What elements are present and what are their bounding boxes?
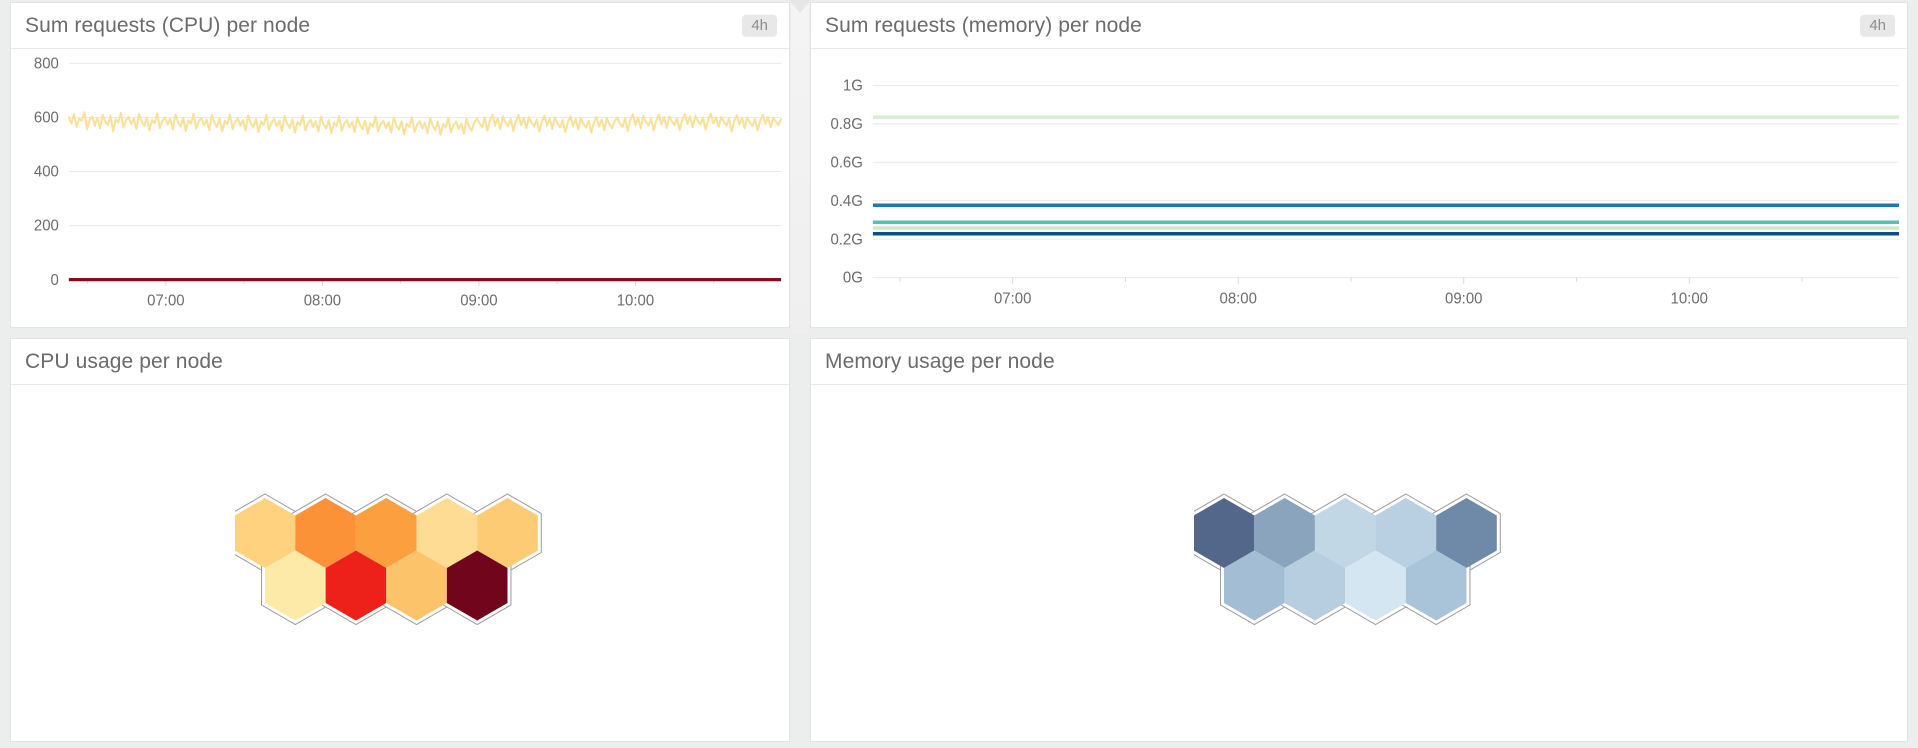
panel-splitter-top[interactable] — [789, 0, 811, 334]
honeycomb-memory[interactable] — [1194, 493, 1524, 633]
svg-text:08:00: 08:00 — [1220, 290, 1257, 307]
dashboard-row-top: Sum requests (CPU) per node 4h 800 600 400… — [0, 0, 1918, 334]
svg-text:07:00: 07:00 — [147, 292, 184, 309]
panel-cpu-usage[interactable]: CPU usage per node — [10, 338, 790, 742]
heatmap-memory-usage — [811, 385, 1907, 741]
svg-text:08:00: 08:00 — [304, 292, 341, 309]
svg-text:1G: 1G — [843, 77, 863, 94]
svg-text:10:00: 10:00 — [617, 292, 654, 309]
svg-text:10:00: 10:00 — [1671, 290, 1708, 307]
honeycomb-cpu[interactable] — [235, 493, 565, 633]
column-left-bottom: CPU usage per node — [0, 334, 790, 748]
svg-text:0.2G: 0.2G — [830, 231, 862, 248]
svg-text:0.6G: 0.6G — [830, 154, 862, 171]
svg-text:0.4G: 0.4G — [830, 193, 862, 210]
chart-sum-requests-cpu[interactable]: 800 600 400 200 0 07:00 08:00 09:00 10:00 — [11, 49, 789, 327]
panel-header-cpu-usage: CPU usage per node — [11, 339, 789, 385]
status-badge-time-range[interactable]: 4h — [742, 14, 777, 37]
column-left-top: Sum requests (CPU) per node 4h 800 600 400… — [0, 0, 790, 334]
panel-splitter-bottom[interactable] — [790, 334, 810, 748]
svg-text:0: 0 — [51, 272, 59, 289]
cpu-requests-plot: 800 600 400 200 0 07:00 08:00 09:00 10:00 — [34, 55, 783, 309]
splitter-handle[interactable] — [791, 0, 809, 334]
honeycomb-memory-svg — [1194, 493, 1501, 626]
svg-text:09:00: 09:00 — [460, 292, 497, 309]
svg-text:09:00: 09:00 — [1445, 290, 1482, 307]
panel-body-cpu-usage — [11, 385, 789, 741]
svg-text:0G: 0G — [843, 270, 863, 287]
panel-body-sum-requests-memory: 1G 0.8G 0.6G 0.4G 0.2G 0G 07:00 08:00 09:00 10:00 — [811, 49, 1907, 327]
svg-text:0.8G: 0.8G — [830, 116, 862, 133]
status-badge-time-range[interactable]: 4h — [1860, 14, 1895, 37]
panel-memory-usage[interactable]: Memory usage per node — [810, 338, 1908, 742]
page-title: Sum requests (memory) per node — [825, 13, 1142, 37]
svg-text:800: 800 — [34, 55, 59, 72]
memory-requests-plot: 1G 0.8G 0.6G 0.4G 0.2G 0G 07:00 08:00 09:00 10:00 — [830, 77, 1900, 307]
panel-sum-requests-cpu[interactable]: Sum requests (CPU) per node 4h 800 600 400… — [10, 2, 790, 328]
page-title: Sum requests (CPU) per node — [25, 13, 311, 37]
panel-body-memory-usage — [811, 385, 1907, 741]
panel-body-sum-requests-cpu: 800 600 400 200 0 07:00 08:00 09:00 10:00 — [11, 49, 789, 327]
column-right-top: Sum requests (memory) per node 4h 1G 0.8G… — [810, 0, 1918, 334]
heatmap-cpu-usage — [11, 385, 789, 741]
panel-header-sum-requests-memory: Sum requests (memory) per node 4h — [811, 3, 1907, 49]
dashboard-row-bottom: CPU usage per node Memory usage per node — [0, 334, 1918, 748]
splitter-notch-icon — [789, 0, 811, 13]
svg-text:07:00: 07:00 — [994, 290, 1031, 307]
svg-text:400: 400 — [34, 163, 59, 180]
chart-sum-requests-memory[interactable]: 1G 0.8G 0.6G 0.4G 0.2G 0G 07:00 08:00 09:00 10:00 — [811, 49, 1907, 327]
page-title: Memory usage per node — [825, 349, 1055, 373]
svg-text:600: 600 — [34, 109, 59, 126]
svg-text:200: 200 — [34, 218, 59, 235]
page-title: CPU usage per node — [25, 349, 223, 373]
column-right-bottom: Memory usage per node — [810, 334, 1918, 748]
panel-sum-requests-memory[interactable]: Sum requests (memory) per node 4h 1G 0.8G… — [810, 2, 1908, 328]
honeycomb-cpu-svg — [235, 493, 542, 626]
panel-header-memory-usage: Memory usage per node — [811, 339, 1907, 385]
panel-header-sum-requests-cpu: Sum requests (CPU) per node 4h — [11, 3, 789, 49]
